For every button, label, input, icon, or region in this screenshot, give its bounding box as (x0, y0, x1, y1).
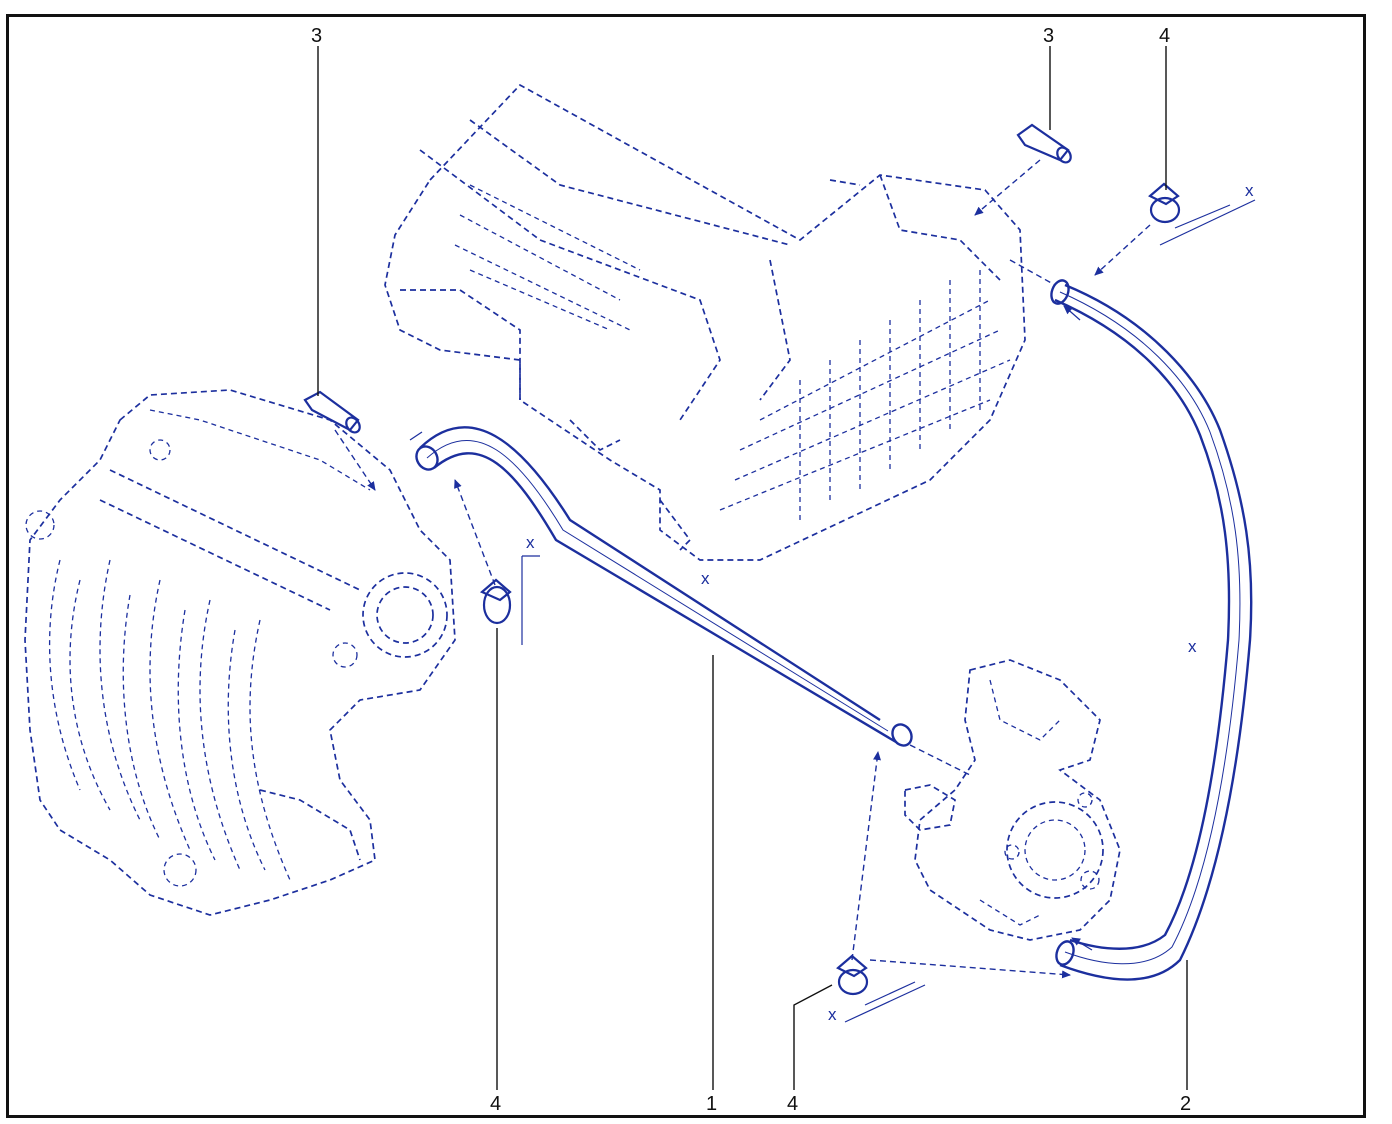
air-filter-housing (384, 83, 1026, 561)
clamp-left (479, 578, 512, 625)
dimension-clamp-bottom: x (828, 981, 926, 1024)
clamp-bottom (836, 954, 869, 996)
callout-numbers: 3 3 4 4 1 4 2 (311, 25, 1191, 1115)
leader-lines (317, 46, 1188, 1090)
assembly-arrows (334, 159, 1151, 979)
pump-assembly (904, 659, 1121, 941)
diagram-frame (6, 14, 1366, 1118)
callout-clamp-left: 4 (490, 1093, 501, 1115)
callout-hose-1: 1 (706, 1093, 717, 1115)
callout-screw-left: 3 (311, 25, 322, 47)
hose-2 (1050, 279, 1253, 981)
dimension-x-hose-2: x (1188, 637, 1197, 656)
dimension-clamp-left: x (521, 533, 540, 645)
callout-screw-right: 3 (1043, 25, 1054, 47)
dimension-x-hose-1: x (701, 569, 710, 588)
callout-clamp-bottom: 4 (787, 1093, 798, 1115)
dimension-clamp-top-right: x (1159, 181, 1256, 246)
callout-hose-2: 2 (1180, 1093, 1191, 1115)
hose-1 (415, 426, 913, 747)
dimension-x-clamp-bottom: x (828, 1005, 837, 1024)
intake-manifold (24, 389, 456, 916)
dimension-x-clamp-left: x (526, 533, 535, 552)
dimension-x-clamp-top-right: x (1245, 181, 1254, 200)
screw-left (303, 390, 361, 434)
callout-clamp-top-right: 4 (1159, 25, 1170, 47)
screw-right (1016, 123, 1072, 164)
clamp-top-right (1148, 182, 1181, 224)
